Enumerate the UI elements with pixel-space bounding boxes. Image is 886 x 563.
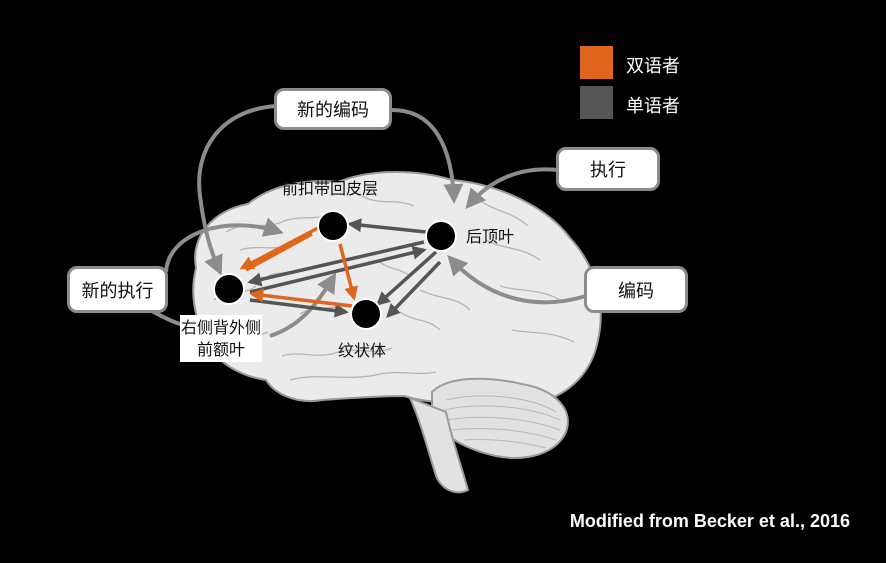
node-dlpfc xyxy=(213,273,245,305)
cerebellum-folia xyxy=(443,395,561,449)
label-dlpfc-line2: 前额叶 xyxy=(196,339,245,359)
monolingual-connections xyxy=(247,218,442,319)
legend-label-bilingual: 双语者 xyxy=(626,56,680,77)
region-nodes xyxy=(213,210,457,330)
legend-swatch-bilingual xyxy=(580,46,613,79)
node-striatum xyxy=(350,298,382,330)
label-acc: 前扣带回皮层 xyxy=(282,179,379,198)
brain-stem xyxy=(408,396,470,494)
box-new-encoding: 新的编码 xyxy=(274,88,392,130)
external-connections xyxy=(149,104,587,338)
node-ppc xyxy=(425,220,457,252)
source-credit: Modified from Becker et al., 2016 xyxy=(569,511,850,531)
legend-swatch-monolingual xyxy=(580,86,613,119)
label-striatum: 纹状体 xyxy=(338,341,387,360)
bilingual-connections xyxy=(239,226,358,308)
box-execution: 执行 xyxy=(556,147,660,191)
node-acc xyxy=(317,210,349,242)
label-ppc: 后顶叶 xyxy=(466,227,515,246)
box-new-execution: 新的执行 xyxy=(67,266,168,313)
label-dlpfc: 右侧背外侧 前额叶 xyxy=(180,315,262,363)
label-dlpfc-line1: 右侧背外侧 xyxy=(180,318,261,337)
box-encoding: 编码 xyxy=(584,266,688,313)
legend-label-monolingual: 单语者 xyxy=(626,96,680,117)
